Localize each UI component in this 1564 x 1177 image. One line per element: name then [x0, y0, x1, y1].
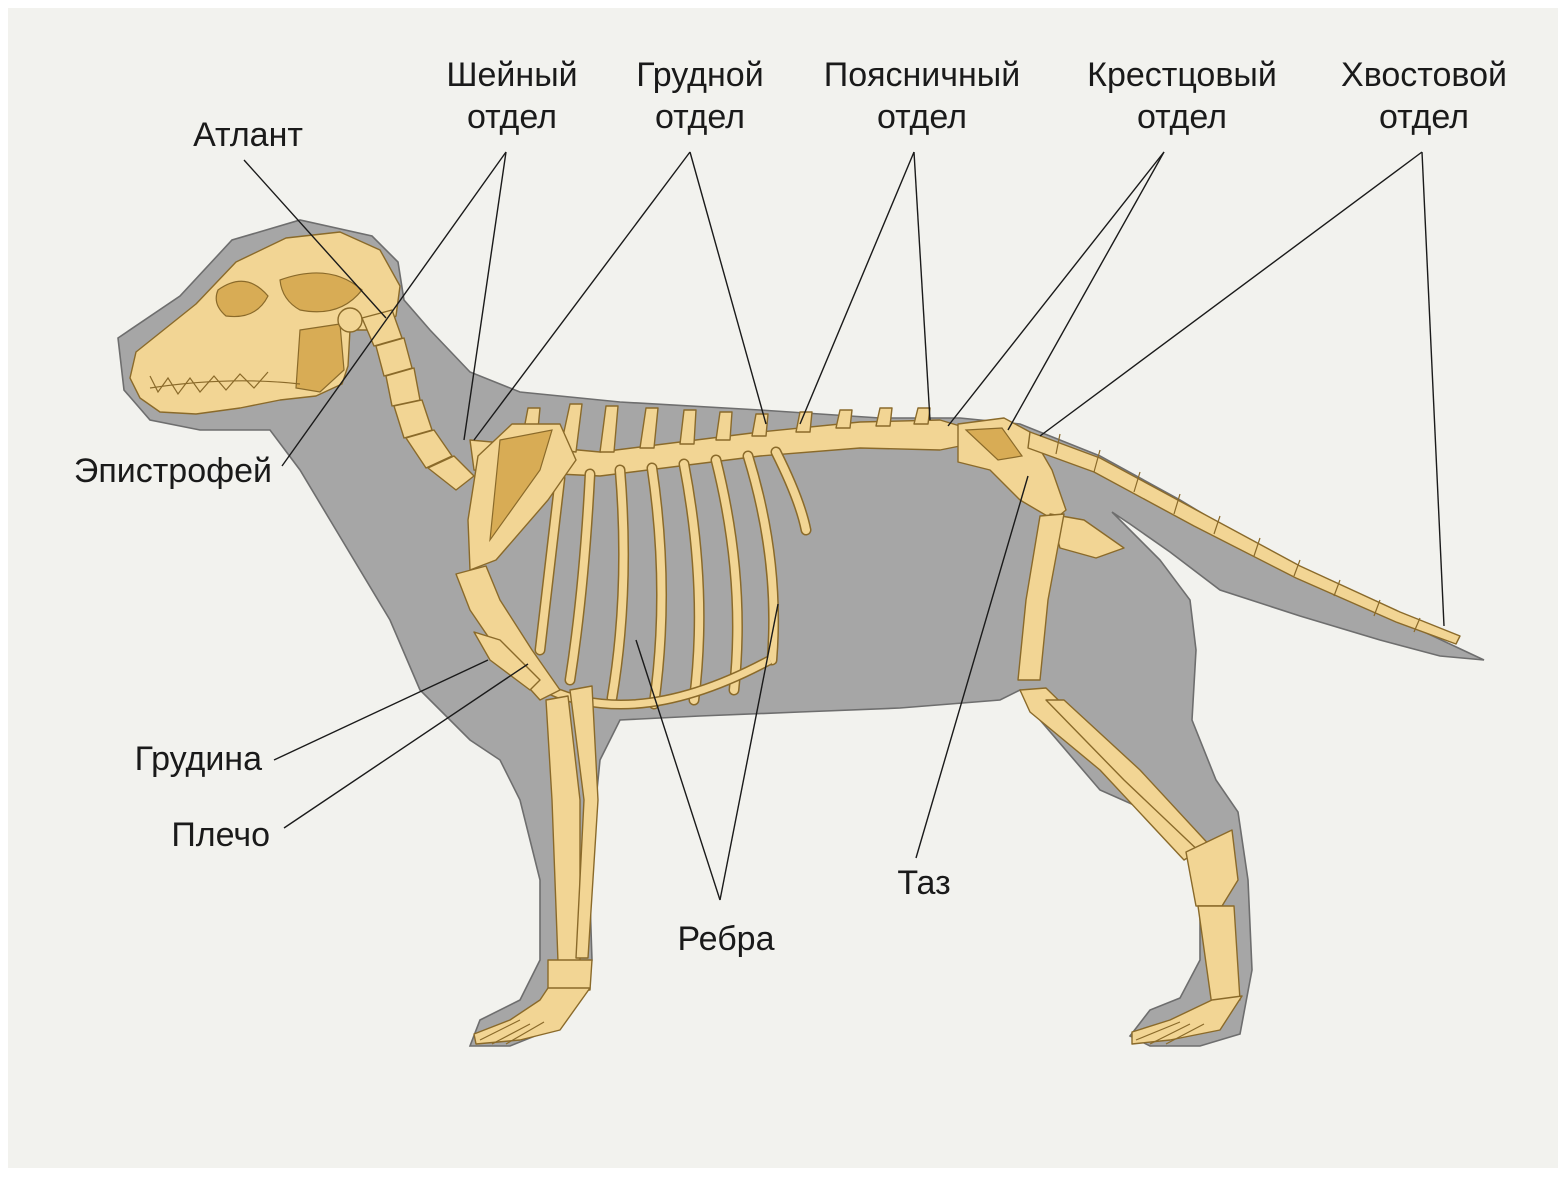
label-epistropheus: Эпистрофей — [74, 452, 272, 490]
atlas-bone — [338, 308, 362, 332]
label-sacral-line2: отдел — [1137, 98, 1227, 136]
label-cervical-line2: отдел — [467, 98, 557, 136]
label-ribs: Ребра — [677, 920, 774, 958]
label-thoracic-line2: отдел — [655, 98, 745, 136]
label-pelvis: Таз — [897, 864, 950, 902]
label-caudal-line2: отдел — [1379, 98, 1469, 136]
label-sacral-line1: Крестцовый — [1087, 56, 1277, 94]
label-cervical-line1: Шейный — [446, 56, 577, 94]
front-carpus — [548, 960, 592, 990]
label-thoracic-line1: Грудной — [636, 56, 763, 94]
label-lumbar-line2: отдел — [877, 98, 967, 136]
label-caudal-line1: Хвостовой — [1341, 56, 1507, 94]
label-lumbar-line1: Поясничный — [824, 56, 1020, 94]
label-shoulder: Плечо — [171, 816, 270, 854]
label-atlas: Атлант — [193, 116, 303, 154]
label-sternum: Грудина — [135, 740, 263, 778]
